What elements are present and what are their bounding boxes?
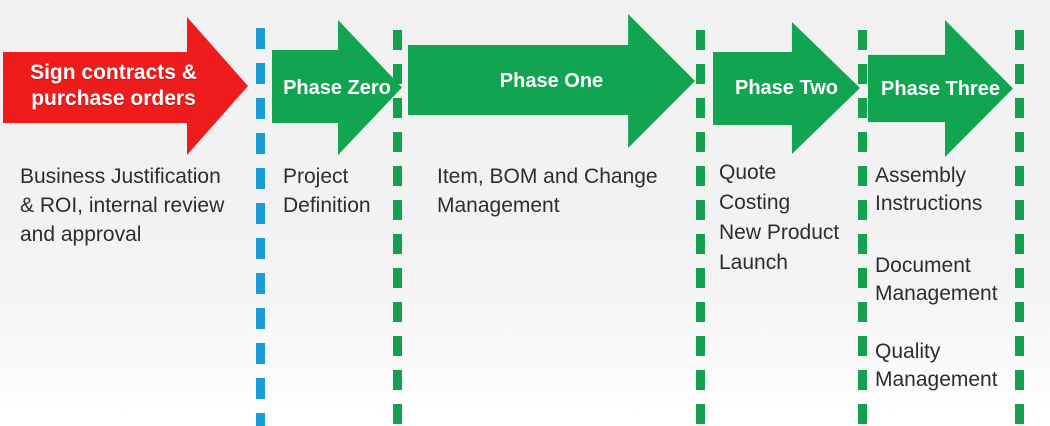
stage-description-phase-three-document: Document Management xyxy=(875,254,998,305)
stage-description-phase-one: Item, BOM and Change Management xyxy=(437,165,658,217)
stage-description-sign-contracts: Business Justification & ROI, internal r… xyxy=(20,165,225,246)
divider-green-dashed-3 xyxy=(858,30,867,426)
arrow-label-phase-three: Phase Three xyxy=(881,77,1000,100)
stage-arrow-phase-three: Phase Three xyxy=(868,20,1013,157)
stage-arrow-phase-two: Phase Two xyxy=(713,22,860,154)
arrow-label-sign-contracts: Sign contracts & purchase orders xyxy=(30,61,197,110)
divider-green-dashed-2 xyxy=(696,30,705,426)
divider-green-dashed-1 xyxy=(393,30,402,426)
arrow-label-phase-zero: Phase Zero xyxy=(283,76,391,99)
divider-green-dashed-4 xyxy=(1015,30,1024,426)
divider-blue-dashed xyxy=(256,28,265,426)
arrow-label-phase-one: Phase One xyxy=(499,70,604,92)
stage-description-phase-zero: Project Definition xyxy=(283,165,371,217)
stage-description-phase-three-quality: Quality Management xyxy=(875,340,998,391)
stage-arrow-phase-one: Phase One xyxy=(408,14,695,148)
stage-description-phase-three-assembly: Assembly Instructions xyxy=(875,164,983,215)
stage-arrow-sign-contracts: Sign contracts & purchase orders xyxy=(3,17,248,155)
stage-description-phase-two: Quote Costing New Product Launch xyxy=(719,161,840,274)
arrow-label-phase-two: Phase Two xyxy=(735,77,838,99)
stage-arrow-phase-zero: Phase Zero xyxy=(272,20,402,155)
